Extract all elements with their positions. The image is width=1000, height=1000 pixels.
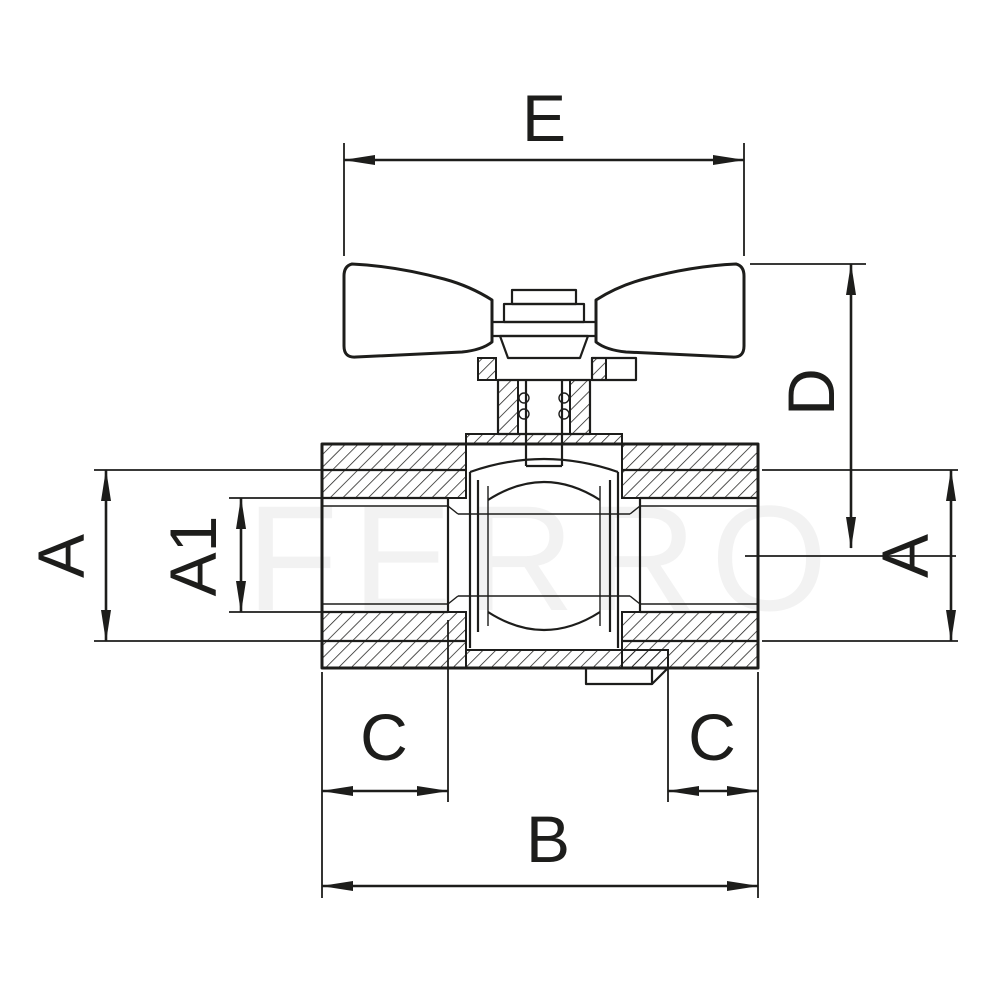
dim-label-C-left: C (360, 700, 408, 774)
valve-assembly (320, 262, 760, 686)
handle-nut-top (510, 288, 578, 306)
bottom-plug (584, 666, 669, 686)
dimension-C-right: C (667, 664, 759, 802)
dimension-A1: A1 (156, 497, 322, 613)
dimension-D: D (745, 263, 956, 557)
dim-label-D: D (774, 368, 848, 416)
handle-hub (490, 320, 598, 338)
o-ring (558, 392, 570, 404)
ball-top-arc (487, 480, 601, 501)
ball-bottom-arc (487, 611, 601, 632)
bonnet-right-wall (569, 379, 591, 435)
chamfer (447, 595, 459, 605)
dimension-C-left: C (321, 620, 449, 802)
left-thread-bore (322, 496, 459, 614)
o-ring (518, 408, 530, 420)
stop-tab-section (591, 357, 607, 381)
handle-left-wing (342, 262, 494, 359)
dim-label-B: B (526, 802, 570, 876)
dimension-E: E (343, 81, 745, 256)
chamfer (447, 505, 459, 515)
chamber-dome (469, 457, 619, 474)
center-bottom-wall (465, 649, 669, 669)
left-shoulder-block (477, 357, 497, 381)
dim-label-A-left: A (24, 534, 98, 578)
valve-body (320, 442, 760, 686)
butterfly-handle (342, 262, 746, 359)
plug-body (584, 666, 654, 686)
dim-label-C-right: C (688, 700, 736, 774)
plug-chamfer (651, 667, 669, 685)
o-ring (558, 408, 570, 420)
dim-label-A-right: A (868, 534, 942, 578)
o-ring (518, 392, 530, 404)
dim-label-E: E (522, 81, 566, 155)
chamfer (629, 595, 641, 605)
dimension-B: B (321, 672, 759, 898)
bonnet-left-wall (497, 379, 519, 435)
dimension-A-left: A (24, 469, 322, 642)
dimension-A-right: A (762, 469, 958, 642)
chamfer (629, 505, 641, 515)
handle-nut (502, 302, 586, 324)
right-thread-bore (629, 496, 758, 614)
dim-label-A1: A1 (156, 516, 230, 597)
gland-nut (498, 334, 590, 360)
stem-assembly (465, 334, 638, 468)
handle-right-wing (594, 262, 746, 359)
ball-chamber (458, 457, 630, 648)
